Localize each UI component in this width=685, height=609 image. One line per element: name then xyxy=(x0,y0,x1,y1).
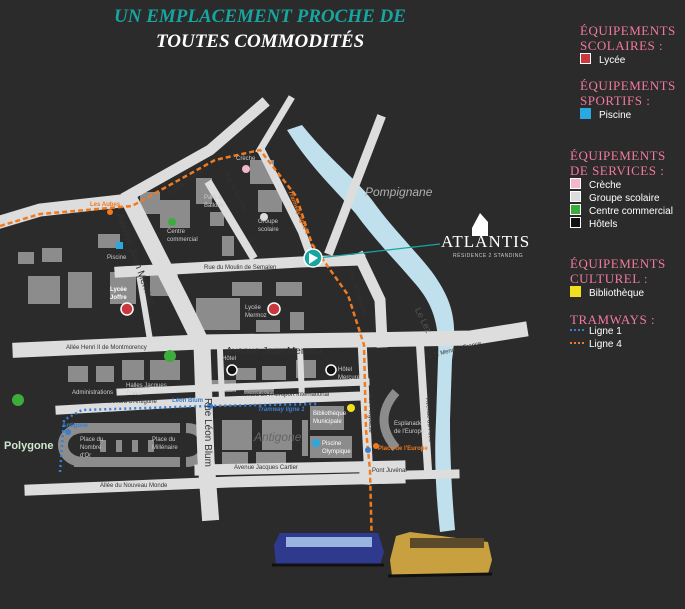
piscine-swatch-icon xyxy=(580,108,591,119)
atlantis-marker-icon xyxy=(309,253,318,264)
centre-swatch-icon xyxy=(570,204,581,215)
hotel-marker xyxy=(226,364,238,376)
street-pergolese: Rue Pergolèse xyxy=(367,393,373,433)
centre-commercial-marker xyxy=(168,218,176,226)
station-leon-blum: Léon Blum xyxy=(172,398,203,404)
legend-item-hotels: Hôtels xyxy=(570,217,617,231)
label-piscine: Piscine xyxy=(107,255,127,261)
creche-marker xyxy=(242,165,250,173)
label-hotel-mercure: Hôtel Mercure xyxy=(338,367,361,381)
tram-line-1 xyxy=(58,402,319,473)
label-creche: Crèche xyxy=(236,156,256,162)
esplanade-arc xyxy=(379,389,400,451)
creche-swatch-icon xyxy=(570,178,581,189)
hotel-swatch-icon xyxy=(570,217,581,228)
street-nouveau-monde: Allée du Nouveau Monde xyxy=(100,483,168,489)
title-line-2: TOUTES COMMODITÉS xyxy=(156,31,365,52)
street-leon-blum: Rue Léon Blum xyxy=(202,398,213,467)
label-centre-commercial: Centre commercial xyxy=(167,229,198,243)
tram-stations xyxy=(65,209,379,453)
halles-marker xyxy=(164,350,176,362)
brand-tagline: RÉSIDENCE 2 STANDING xyxy=(453,253,524,259)
polygone-marker xyxy=(12,394,24,406)
poi-markers xyxy=(12,165,355,447)
street-pont-juvenal: Pont Juvénal xyxy=(372,468,407,474)
ligne4-key-icon xyxy=(570,342,584,344)
biblio-swatch-icon xyxy=(570,286,581,297)
label-groupe-scolaire: Groupe scolaire xyxy=(258,219,279,233)
hotel-mercure-marker xyxy=(325,364,337,376)
street-aeroport: Boulevard de l'Aéroport International xyxy=(232,392,330,398)
label-bibliotheque: Bibliothèque Municipale xyxy=(313,411,347,425)
street-montmorency: Allée Henri II de Montmorency xyxy=(66,345,147,351)
label-place-nombre-or: Place du Nombre d'Or xyxy=(80,437,104,459)
atlantis-logo-icon xyxy=(472,213,488,236)
legend-item-groupe-scolaire: Groupe scolaire xyxy=(570,191,660,205)
label-place-millenaire: Place du Millénaire xyxy=(152,437,178,451)
station-place-europe: Place de l'Europe xyxy=(378,446,428,452)
groupe-swatch-icon xyxy=(570,191,581,202)
legend-item-centre-commercial: Centre commercial xyxy=(570,204,673,218)
label-hotel: Hôtel xyxy=(222,356,237,362)
label-lycee-joffre: Lycée Joffre xyxy=(110,287,127,301)
district-polygone: Polygone xyxy=(4,440,54,452)
legend-item-lycee: Lycée xyxy=(580,53,625,67)
ligne1-key-icon xyxy=(570,329,584,331)
piscine-olympique-marker xyxy=(312,439,320,447)
bibliotheque-marker xyxy=(347,404,355,412)
river-lez xyxy=(287,125,455,532)
tram-gold-icon xyxy=(387,532,493,578)
antigone-blocks xyxy=(100,440,154,452)
tram-blue-icon xyxy=(272,533,384,567)
station-antigone: Antigone xyxy=(62,423,88,429)
tramway-ligne-1-label: Tramway ligne 1 xyxy=(258,407,305,413)
legend-tramways-heading: TRAMWAYS : xyxy=(570,312,656,327)
atlantis-leader-line xyxy=(317,243,441,259)
station-les-aubes: Les Aubes xyxy=(90,202,121,208)
lycee-mermoz-marker xyxy=(267,302,281,316)
piscine-marker xyxy=(116,242,123,249)
label-parc: Parc à Ballons xyxy=(204,195,224,209)
legend-item-piscine: Piscine xyxy=(580,108,631,122)
legend-item-ligne-1: Ligne 1 xyxy=(570,326,622,338)
label-halles: Halles Jacques Coeur xyxy=(126,383,167,397)
street-cartier: Avenue Jacques Cartier xyxy=(234,465,298,471)
title-line-1: UN EMPLACEMENT PROCHE DE xyxy=(114,6,406,27)
label-lycee-mermoz: Lycée Mermoz xyxy=(245,305,267,319)
lycee-joffre-marker xyxy=(120,302,134,316)
legend-item-creche: Crèche xyxy=(570,178,621,192)
groupe-scolaire-marker xyxy=(260,213,268,221)
legend-item-ligne-4: Ligne 4 xyxy=(570,339,622,351)
label-esplanade: Esplanade de l'Europe xyxy=(394,421,425,435)
label-piscine-olympique: Piscine Olympique xyxy=(322,441,351,455)
roads xyxy=(0,95,529,522)
brand-name: ATLANTIS xyxy=(441,232,531,251)
lycee-swatch-icon xyxy=(580,53,591,64)
buildings xyxy=(18,160,352,464)
label-administrations: Administrations xyxy=(72,390,114,396)
district-pompignane: Pompignane xyxy=(365,185,433,199)
district-antigone: Antigone xyxy=(254,430,302,444)
street-antigone: Boulevard d'Antigone xyxy=(100,399,157,405)
legend-item-bibliotheque: Bibliothèque xyxy=(570,286,644,300)
street-semalen: Rue du Moulin de Semalen xyxy=(204,265,277,271)
street-jean-mermoz-horizontal: Avenue Jean Mermoz xyxy=(226,346,324,357)
